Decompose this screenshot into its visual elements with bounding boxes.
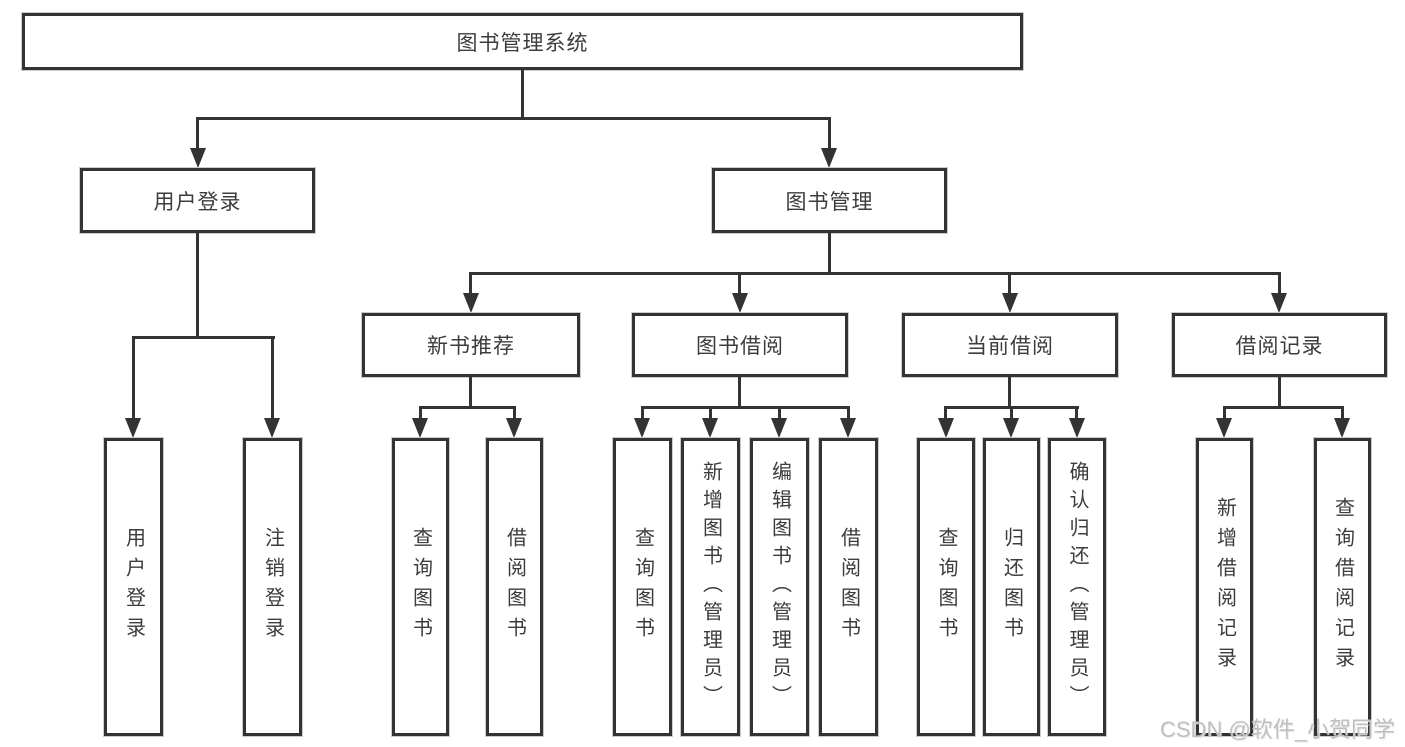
node-leaf-br-add: 新增借阅记录: [1196, 438, 1253, 736]
connector-trunk: [1008, 377, 1011, 409]
arrowhead-icon: [840, 418, 856, 438]
node-leaf-nb-borrow: 借阅图书: [486, 438, 543, 736]
node-leaf-bb-borrow: 借阅图书: [819, 438, 878, 736]
arrowhead-icon: [264, 418, 280, 438]
node-borrow-records: 借阅记录: [1172, 313, 1387, 377]
node-leaf-cb-query: 查询图书: [917, 438, 975, 736]
connector-drop: [1010, 406, 1013, 420]
connector-drop: [847, 406, 850, 420]
connector-rail: [641, 406, 850, 409]
arrowhead-icon: [771, 418, 787, 438]
node-book-borrow: 图书借阅: [632, 313, 848, 377]
connector-drop: [1008, 272, 1011, 296]
arrowhead-icon: [732, 293, 748, 313]
connector-drop: [419, 406, 422, 420]
connector-drop: [709, 406, 712, 420]
connector-rail: [1223, 406, 1344, 409]
connector-drop: [778, 406, 781, 420]
arrowhead-icon: [1334, 418, 1350, 438]
connector-drop: [513, 406, 516, 420]
connector-l2-rail: [197, 117, 831, 120]
connector-rail: [132, 336, 275, 339]
connector-drop: [641, 406, 644, 420]
node-user-login: 用户登录: [80, 168, 315, 233]
csdn-watermark: CSDN @软件_小贺同学: [1160, 717, 1396, 742]
connector-trunk: [738, 377, 741, 409]
arrowhead-icon: [634, 418, 650, 438]
node-new-book-rec: 新书推荐: [362, 313, 580, 377]
node-leaf-nb-query: 查询图书: [392, 438, 449, 736]
node-leaf-bb-query: 查询图书: [613, 438, 672, 736]
connector-trunk: [469, 377, 472, 409]
connector-drop: [944, 406, 947, 420]
arrowhead-icon: [1271, 293, 1287, 313]
connector-drop: [1223, 406, 1226, 420]
node-leaf-br-query: 查询借阅记录: [1314, 438, 1371, 736]
connector-rail: [419, 406, 516, 409]
arrowhead-icon: [702, 418, 718, 438]
node-leaf-user-login: 用户登录: [104, 438, 163, 736]
arrowhead-icon: [1069, 418, 1085, 438]
arrowhead-icon: [1003, 418, 1019, 438]
connector-trunk: [196, 233, 199, 337]
arrowhead-icon: [125, 418, 141, 438]
arrowhead-icon: [190, 148, 206, 168]
arrowhead-icon: [1002, 293, 1018, 313]
connector-drop: [828, 117, 831, 150]
node-current-borrow: 当前借阅: [902, 313, 1118, 377]
arrowhead-icon: [463, 293, 479, 313]
connector-l3-rail: [469, 272, 1281, 275]
connector-drop: [196, 117, 199, 150]
node-root: 图书管理系统: [22, 13, 1023, 70]
node-leaf-cb-confirm: 确认归还（管理员）: [1048, 438, 1106, 736]
node-book-mgmt: 图书管理: [712, 168, 947, 233]
connector-drop: [1278, 272, 1281, 296]
connector-drop: [1341, 406, 1344, 420]
connector-root-trunk: [521, 70, 524, 117]
node-leaf-bb-edit: 编辑图书（管理员）: [750, 438, 809, 736]
node-leaf-logout: 注销登录: [243, 438, 302, 736]
connector-trunk: [1278, 377, 1281, 409]
node-leaf-bb-add: 新增图书（管理员）: [681, 438, 740, 736]
arrowhead-icon: [821, 148, 837, 168]
connector-drop: [132, 336, 135, 420]
arrowhead-icon: [506, 418, 522, 438]
connector-drop: [469, 272, 472, 296]
connector-trunk: [828, 233, 831, 275]
node-leaf-cb-return: 归还图书: [983, 438, 1040, 736]
arrowhead-icon: [412, 418, 428, 438]
connector-drop: [1075, 406, 1078, 420]
connector-drop: [271, 336, 274, 420]
arrowhead-icon: [1216, 418, 1232, 438]
arrowhead-icon: [938, 418, 954, 438]
connector-drop: [738, 272, 741, 296]
